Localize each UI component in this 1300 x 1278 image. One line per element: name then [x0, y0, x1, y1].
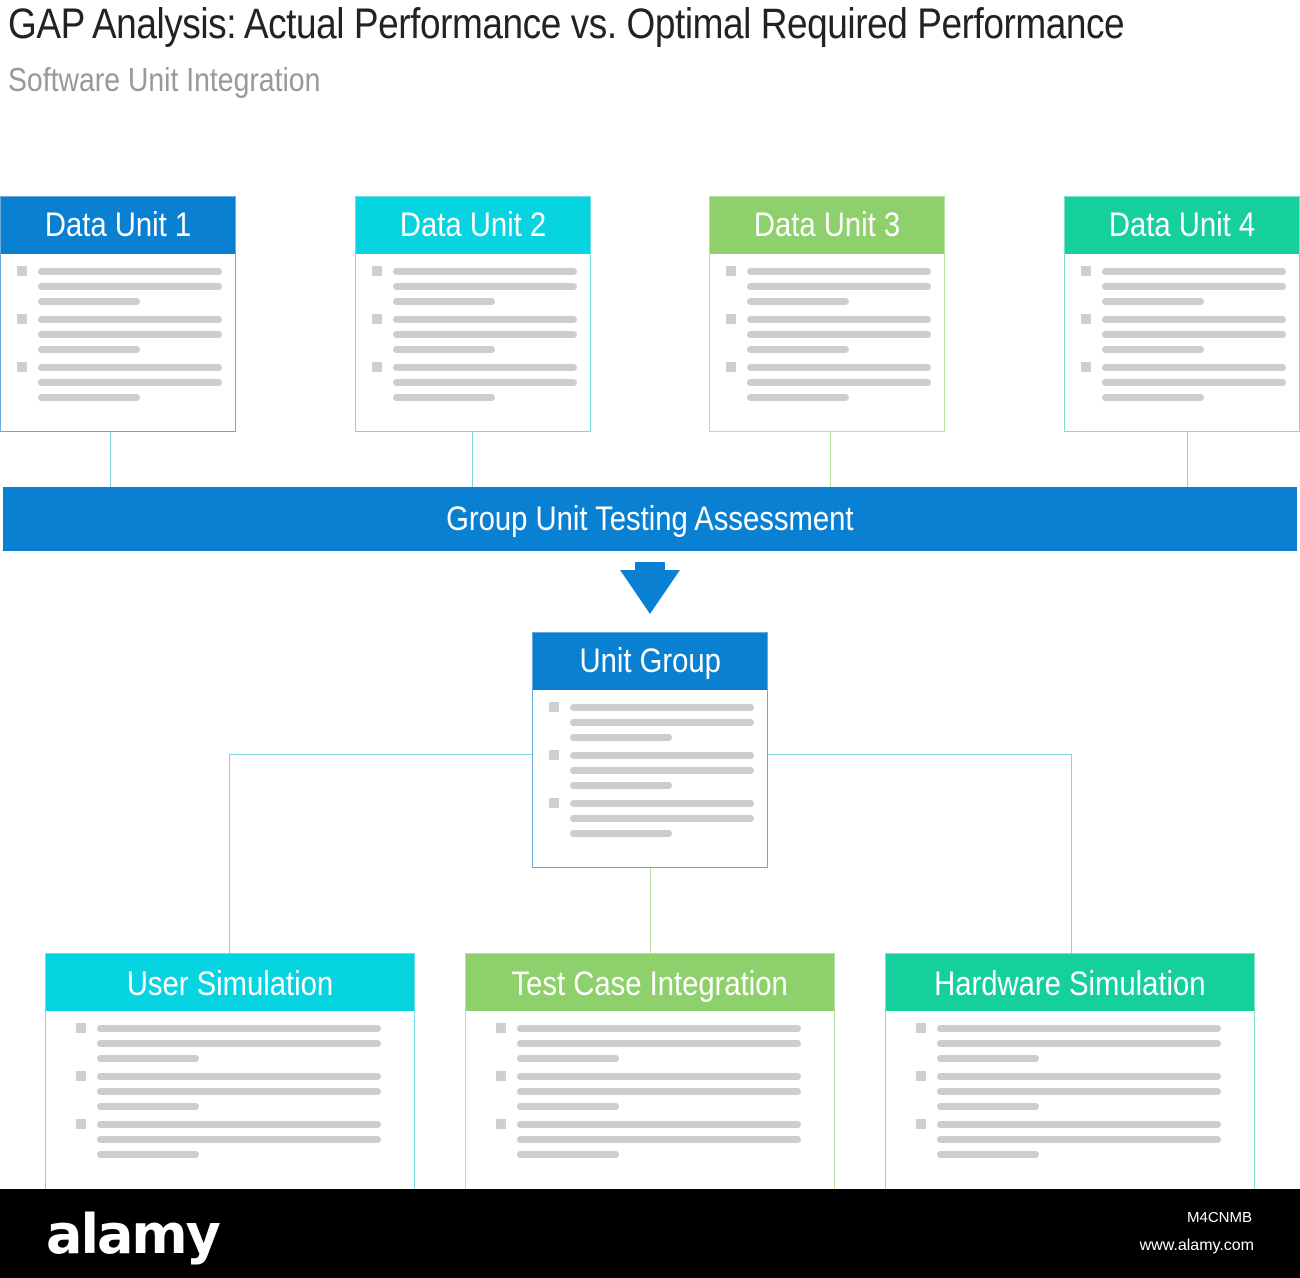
bullet-item	[726, 314, 931, 362]
image-id: M4CNMB	[1186, 1209, 1252, 1226]
arrow-down-icon	[620, 562, 680, 614]
bullet-item	[496, 1071, 801, 1119]
user-simulation-box: User Simulation	[45, 953, 415, 1193]
hardware-simulation-header: Hardware Simulation	[886, 954, 1254, 1011]
bullet-item	[17, 314, 222, 362]
bullet-item	[549, 750, 754, 798]
data-unit-4-box: Data Unit 4	[1064, 196, 1300, 432]
data-unit-3-box: Data Unit 3	[709, 196, 945, 432]
bullet-item	[549, 702, 754, 750]
bullet-item	[76, 1119, 381, 1167]
bullet-list	[356, 254, 590, 410]
bullet-item	[372, 266, 577, 314]
bullet-list	[1, 254, 235, 410]
data-unit-4-label: Data Unit 4	[1108, 206, 1256, 244]
group-unit-testing-assessment-bar: Group Unit Testing Assessment	[3, 487, 1297, 551]
bullet-item	[17, 362, 222, 410]
bullet-item	[1081, 266, 1286, 314]
site-url: www.alamy.com	[1139, 1237, 1254, 1254]
bullet-list	[533, 690, 767, 846]
alamy-logo: alamy	[46, 1203, 221, 1266]
user-simulation-label: User Simulation	[126, 965, 334, 1003]
data-unit-1-box: Data Unit 1	[0, 196, 236, 432]
connector-data-unit-4	[1187, 431, 1188, 487]
data-unit-2-label: Data Unit 2	[399, 206, 547, 244]
hardware-simulation-label: Hardware Simulation	[934, 965, 1206, 1003]
bullet-list	[886, 1011, 1254, 1167]
connector-data-unit-1	[110, 431, 111, 487]
test-case-integration-box: Test Case Integration	[465, 953, 835, 1193]
bullet-list	[1065, 254, 1299, 410]
page-title: GAP Analysis: Actual Performance vs. Opt…	[8, 0, 1125, 48]
connector-hardware-simulation	[1071, 754, 1072, 954]
data-unit-2-header: Data Unit 2	[356, 197, 590, 254]
bullet-item	[372, 314, 577, 362]
connector-test-case-integration	[650, 867, 651, 954]
test-case-integration-label: Test Case Integration	[511, 965, 789, 1003]
unit-group-header: Unit Group	[533, 633, 767, 690]
bullet-item	[726, 266, 931, 314]
data-unit-1-label: Data Unit 1	[44, 206, 192, 244]
bullet-item	[372, 362, 577, 410]
bullet-list	[710, 254, 944, 410]
data-unit-4-header: Data Unit 4	[1065, 197, 1299, 254]
test-case-integration-header: Test Case Integration	[466, 954, 834, 1011]
assessment-bar-label: Group Unit Testing Assessment	[446, 500, 854, 538]
connector-data-unit-2	[472, 431, 473, 487]
unit-group-box: Unit Group	[532, 632, 768, 868]
bullet-list	[46, 1011, 414, 1167]
bullet-item	[549, 798, 754, 846]
bullet-item	[916, 1071, 1221, 1119]
watermark-footer: alamy M4CNMB www.alamy.com	[0, 1189, 1300, 1278]
bullet-item	[496, 1023, 801, 1071]
bullet-item	[76, 1023, 381, 1071]
unit-group-label: Unit Group	[579, 642, 721, 680]
data-unit-2-box: Data Unit 2	[355, 196, 591, 432]
connector-user-simulation	[229, 754, 230, 954]
bullet-item	[916, 1119, 1221, 1167]
user-simulation-header: User Simulation	[46, 954, 414, 1011]
bullet-item	[726, 362, 931, 410]
bullet-item	[496, 1119, 801, 1167]
bullet-item	[17, 266, 222, 314]
hardware-simulation-box: Hardware Simulation	[885, 953, 1255, 1193]
bullet-item	[1081, 362, 1286, 410]
data-unit-3-label: Data Unit 3	[753, 206, 901, 244]
bullet-item	[1081, 314, 1286, 362]
data-unit-3-header: Data Unit 3	[710, 197, 944, 254]
page-subtitle: Software Unit Integration	[8, 61, 321, 98]
bullet-item	[916, 1023, 1221, 1071]
bullet-item	[76, 1071, 381, 1119]
data-unit-1-header: Data Unit 1	[1, 197, 235, 254]
connector-data-unit-3	[830, 431, 831, 487]
bullet-list	[466, 1011, 834, 1167]
